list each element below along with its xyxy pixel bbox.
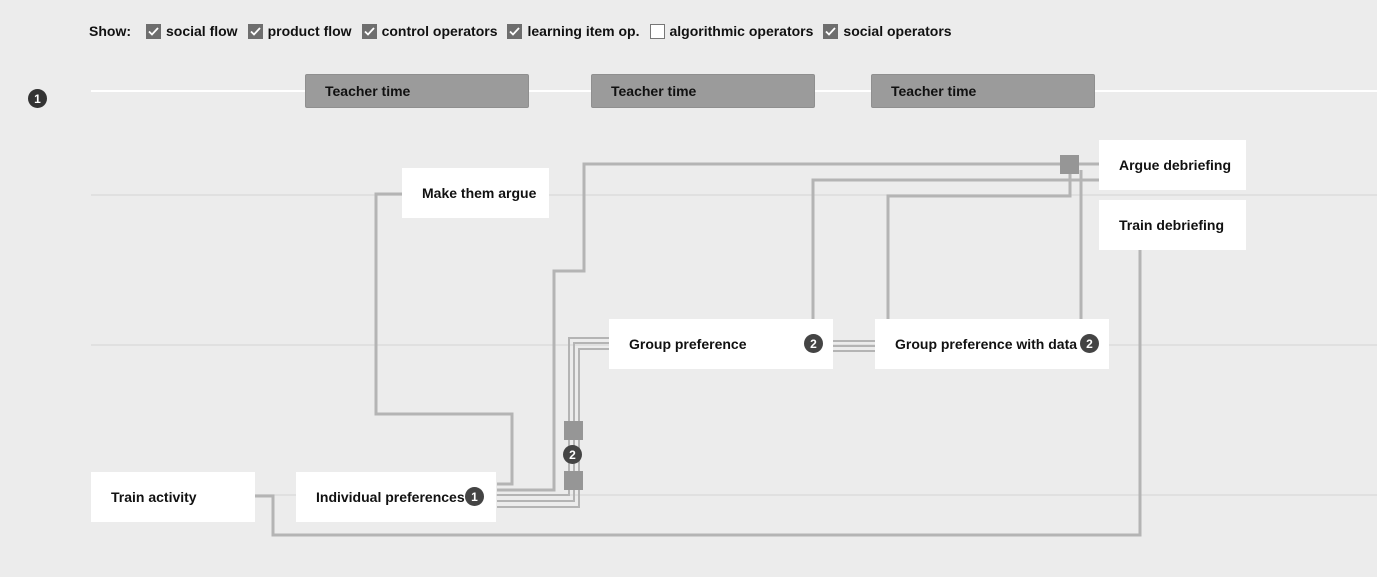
social-flow-option[interactable]: social flow [146, 23, 238, 39]
activity-train-activity[interactable]: Train activity [91, 472, 255, 522]
wire-individual-to-group-1 [497, 337, 609, 496]
group-preference-badge: 2 [804, 334, 823, 353]
product-flow-label: product flow [267, 23, 352, 39]
algorithmic-operators-checkbox[interactable] [649, 23, 665, 39]
wire-train-to-debriefing [255, 248, 1142, 537]
learning-item-op-option[interactable]: learning item op. [507, 23, 640, 39]
social-operator[interactable] [1060, 155, 1079, 174]
social-flow-checkbox[interactable] [146, 23, 161, 39]
control-operators-checkbox[interactable] [361, 23, 377, 39]
algorithmic-operators-option[interactable]: algorithmic operators [649, 23, 814, 39]
learning-item-op-label: learning item op. [527, 23, 640, 39]
control-operators-option[interactable]: control operators [361, 23, 498, 39]
social-operators-option[interactable]: social operators [823, 23, 952, 39]
product-operator[interactable] [564, 471, 583, 490]
control-operator[interactable] [564, 421, 583, 440]
teacher-time-bar[interactable]: Teacher time [305, 74, 529, 108]
wire-group-to-argue-debriefing [811, 178, 1099, 320]
learning-item-op-checkbox[interactable] [507, 23, 523, 39]
algorithmic-operators-label: algorithmic operators [669, 23, 814, 39]
product-flow-option[interactable]: product flow [247, 23, 352, 39]
social-operators-checkbox[interactable] [823, 23, 839, 39]
social-operators-label: social operators [843, 23, 952, 39]
product-flow-checkbox[interactable] [247, 23, 263, 39]
operator-group-count-badge: 2 [563, 445, 582, 464]
wire-individual-to-argue [374, 192, 514, 486]
section-number-badge: 1 [28, 89, 47, 108]
display-filter-toolbar: Show: social flow product flow control o… [89, 20, 962, 42]
activity-individual-preferences[interactable]: Individual preferences 1 [296, 472, 496, 522]
control-operators-label: control operators [381, 23, 498, 39]
wire-groupdata-to-argue-debriefing [886, 168, 1072, 320]
activity-group-preference-with-data[interactable]: Group preference with data 2 [875, 319, 1109, 369]
activity-individual-preferences-label: Individual preferences [316, 489, 465, 505]
activity-group-preference-label: Group preference [629, 336, 747, 352]
wire-individual-to-argue-debriefing [497, 162, 1099, 492]
activity-argue-debriefing[interactable]: Argue debriefing [1099, 140, 1246, 190]
teacher-time-bar[interactable]: Teacher time [591, 74, 815, 108]
activity-group-preference-with-data-label: Group preference with data [895, 336, 1078, 352]
activity-train-debriefing[interactable]: Train debriefing [1099, 200, 1246, 250]
show-label: Show: [89, 23, 131, 39]
lane-line-individual [91, 494, 1377, 496]
lane-line-class [91, 194, 1377, 196]
teacher-time-bar[interactable]: Teacher time [871, 74, 1095, 108]
group-preference-with-data-badge: 2 [1080, 334, 1099, 353]
social-flow-label: social flow [166, 23, 238, 39]
activity-make-them-argue[interactable]: Make them argue [402, 168, 549, 218]
individual-preferences-badge: 1 [465, 487, 484, 506]
activity-group-preference[interactable]: Group preference 2 [609, 319, 833, 369]
